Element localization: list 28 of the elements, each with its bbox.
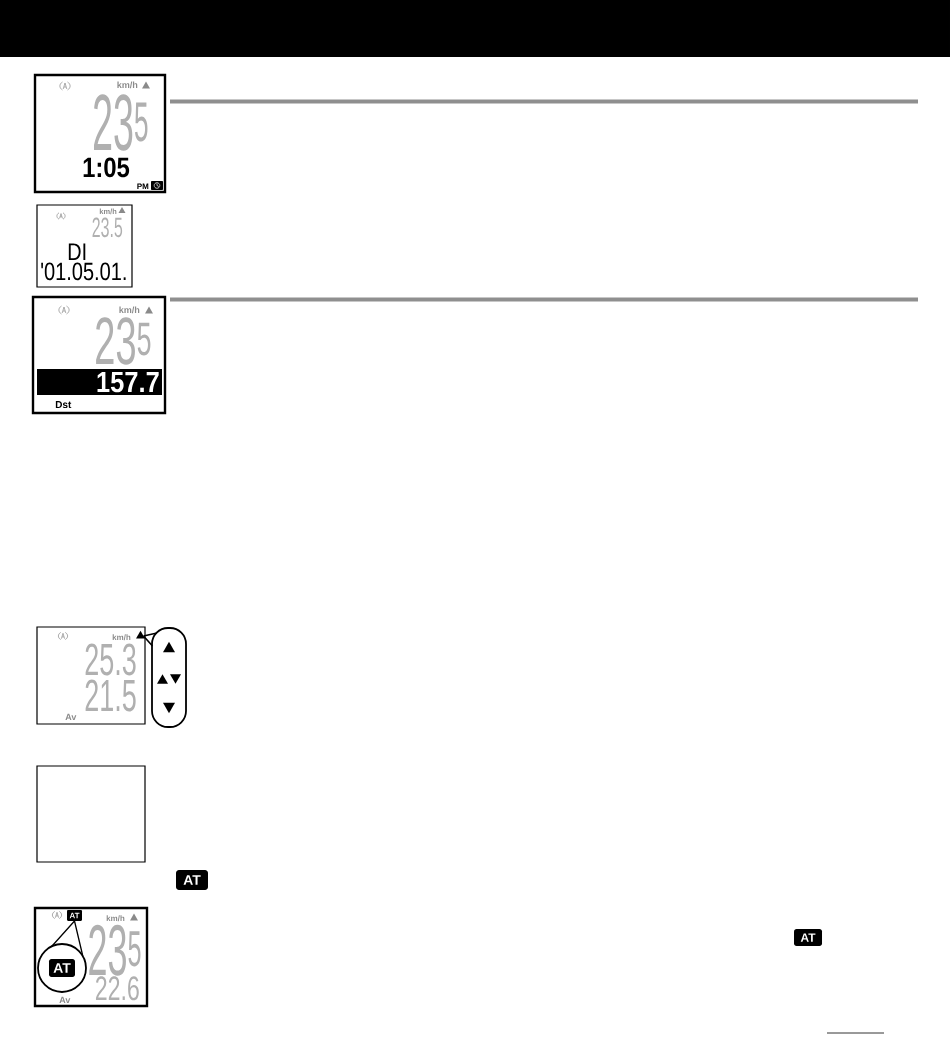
speed-readout: 23$^{5}$ <box>94 94 148 151</box>
leader-line <box>142 632 158 647</box>
mode-badge: AT <box>794 929 822 946</box>
unit-label: km/h <box>112 634 131 641</box>
small-label: PM <box>137 183 149 189</box>
speed-readout: 23.5 <box>92 217 123 238</box>
speech-bubble <box>151 627 187 728</box>
speed-readout: 25.3 <box>85 643 136 676</box>
mode-badge: AT <box>49 959 75 977</box>
average-readout: 22.6 <box>95 976 139 1001</box>
average-readout: 21.5 <box>85 679 136 712</box>
mode-badge: AT <box>67 910 82 921</box>
mode-label: DI <box>68 243 86 260</box>
small-label: Av <box>59 996 71 1003</box>
speed-readout: 23$^{5}$ <box>89 924 141 976</box>
highlighted-readout: 157.7 <box>37 369 162 395</box>
small-label: Av <box>65 713 77 720</box>
small-label: Dst <box>55 401 72 409</box>
mode-badge: AT <box>176 870 208 890</box>
lcd-screen <box>36 765 146 863</box>
date-readout: '01.05.01. <box>41 262 126 281</box>
unit-label: km/h <box>117 81 138 89</box>
unit-label: km/h <box>119 306 140 314</box>
triangle-marker <box>136 630 145 639</box>
unit-label: km/h <box>106 915 125 922</box>
time-readout: 1:05 <box>83 157 130 178</box>
leader-line <box>51 920 84 957</box>
speed-readout: 23$^{5}$ <box>96 317 151 365</box>
